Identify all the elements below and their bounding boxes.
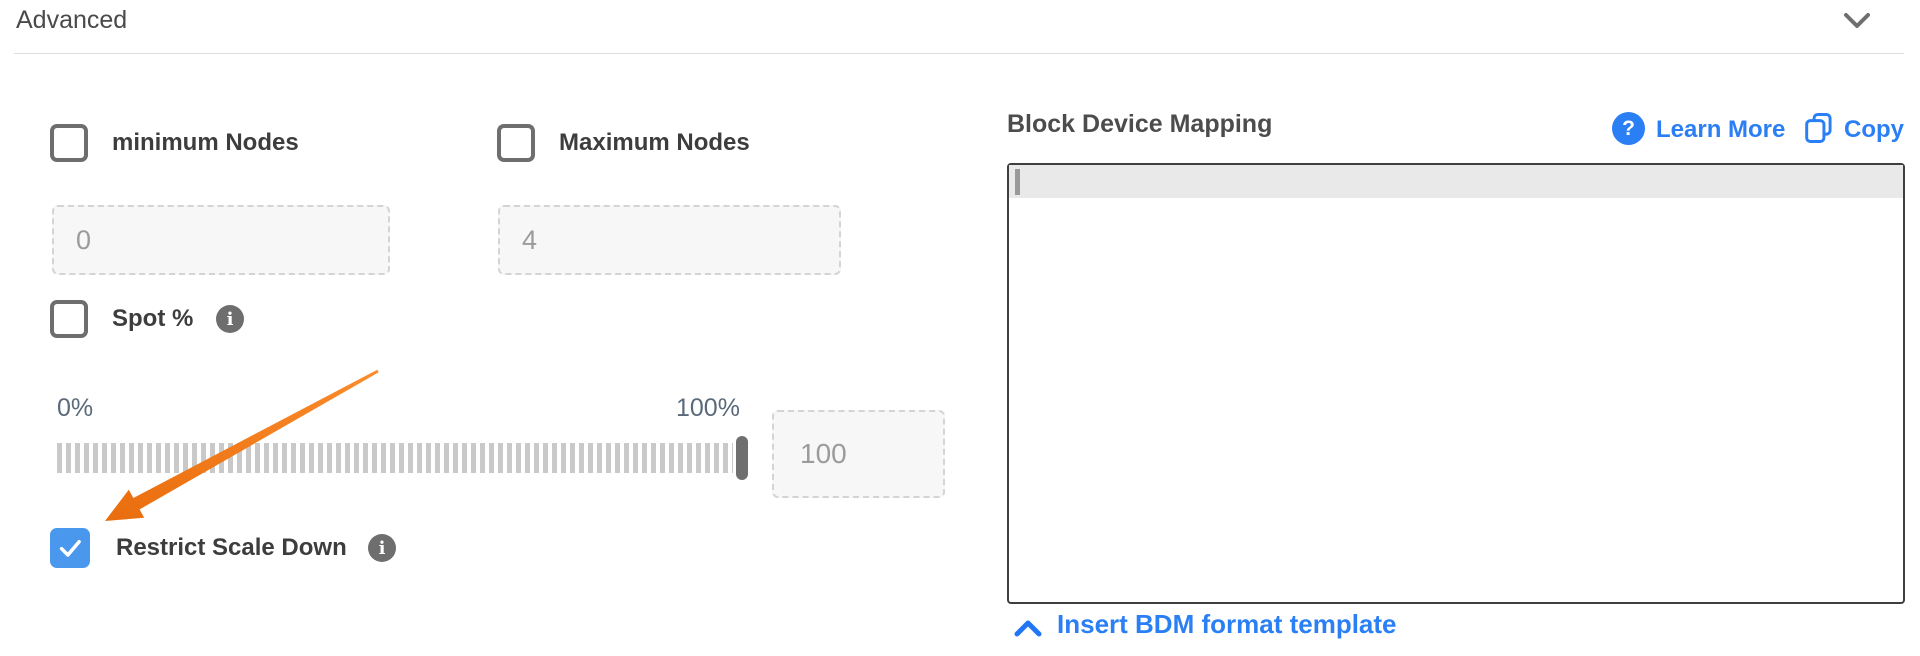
spot-percent-label[interactable]: Spot % <box>112 305 194 332</box>
section-title: Advanced <box>16 6 128 34</box>
chevron-up-icon[interactable] <box>1013 619 1043 639</box>
learn-more-link[interactable]: Learn More <box>1656 116 1786 143</box>
bdm-title: Block Device Mapping <box>1007 110 1273 138</box>
spot-info-icon[interactable]: i <box>216 305 244 333</box>
maximum-nodes-label[interactable]: Maximum Nodes <box>559 129 750 156</box>
chevron-down-icon[interactable] <box>1843 12 1871 30</box>
restrict-scale-down-checkbox[interactable] <box>50 528 90 568</box>
spot-percent-slider-handle[interactable] <box>736 436 748 480</box>
slider-min-label: 0% <box>57 394 94 422</box>
editor-caret <box>1015 169 1020 195</box>
copy-link[interactable]: Copy <box>1844 116 1904 143</box>
restrict-scale-down-label[interactable]: Restrict Scale Down <box>116 534 347 561</box>
spot-percent-checkbox[interactable] <box>50 300 88 338</box>
minimum-nodes-checkbox[interactable] <box>50 124 88 162</box>
editor-active-line <box>1009 165 1903 198</box>
copy-icon[interactable] <box>1804 112 1834 144</box>
minimum-nodes-input[interactable] <box>52 205 390 275</box>
minimum-nodes-label[interactable]: minimum Nodes <box>112 129 299 156</box>
section-divider <box>14 53 1904 54</box>
slider-max-label: 100% <box>676 394 740 422</box>
restrict-info-icon[interactable]: i <box>368 534 396 562</box>
maximum-nodes-input[interactable] <box>498 205 841 275</box>
spot-percent-slider-track[interactable] <box>57 443 733 473</box>
bdm-textarea[interactable] <box>1007 163 1905 604</box>
insert-bdm-template-link[interactable]: Insert BDM format template <box>1057 609 1397 639</box>
spot-percent-input[interactable] <box>772 410 945 498</box>
checkmark-icon <box>59 539 81 557</box>
question-circle-icon[interactable]: ? <box>1612 112 1645 145</box>
maximum-nodes-checkbox[interactable] <box>497 124 535 162</box>
